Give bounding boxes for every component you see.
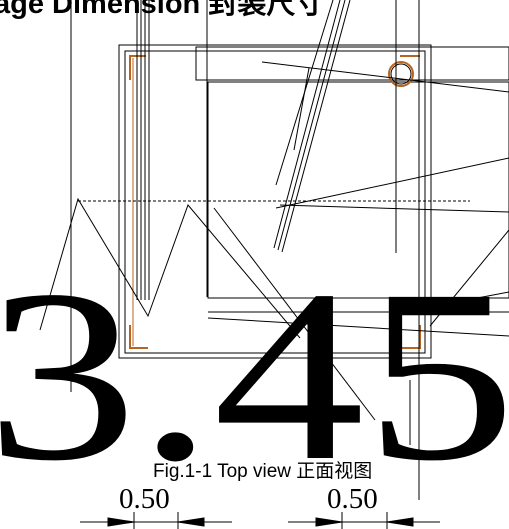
diag-9 [429, 229, 509, 327]
diag-8 [261, 61, 509, 93]
dim-right-arrowhead-a [315, 517, 343, 527]
drawing-title: age Dimension 封装尺寸 [0, 0, 324, 20]
corner-bracket-top-left [129, 55, 146, 80]
dim-left-arrowhead-b [177, 517, 205, 527]
dimension-label-right: 0.50 [327, 483, 378, 515]
corner-bracket-bottom-right [398, 325, 421, 349]
diag-10 [413, 291, 509, 311]
middle-inner-rect [207, 81, 509, 299]
figure-caption: Fig.1-1 Top view 正面视图 [153, 460, 372, 482]
diag-4 [281, 0, 351, 253]
top-inner-rect [195, 46, 509, 81]
dim-left-arrowhead-a [107, 517, 135, 527]
diag-6 [275, 157, 509, 209]
pin1-marker-circle [388, 61, 414, 87]
diag-13 [213, 207, 376, 421]
zigzag-callout [39, 197, 301, 339]
diag-3 [277, 0, 346, 251]
diagonal-leaders [207, 0, 509, 421]
diag-7 [279, 204, 509, 213]
leader-lines [70, 0, 420, 500]
diag-12 [207, 317, 509, 337]
pin1-marker-inner [390, 63, 412, 85]
dimension-arrows-left [80, 512, 232, 529]
inner-body-rect [124, 50, 426, 354]
dim-right-arrowhead-b [386, 517, 414, 527]
large-dimension-number: 3.45 [0, 240, 509, 512]
diag-5 [293, 67, 310, 151]
diag-2 [273, 0, 341, 249]
corner-bracket-bottom-left [129, 325, 148, 349]
dimension-arrows-right [288, 512, 440, 529]
dimension-label-left: 0.50 [119, 483, 170, 515]
